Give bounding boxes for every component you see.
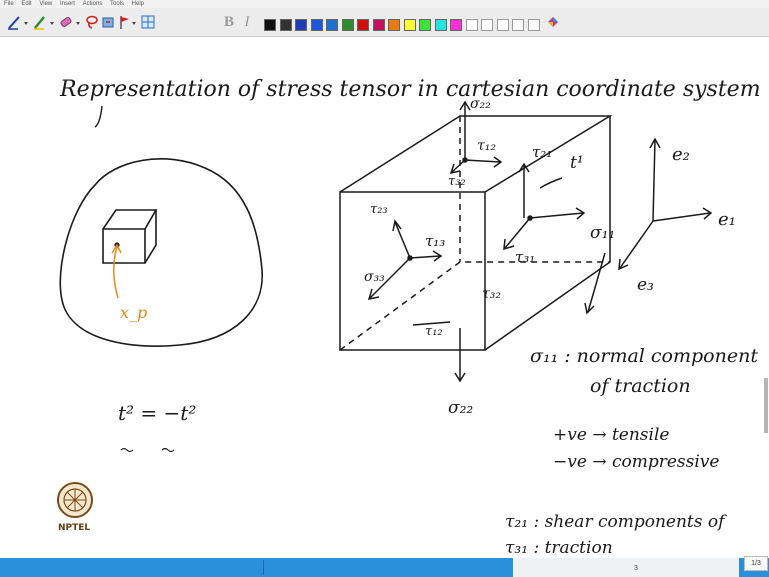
taskbar-divider: [263, 560, 264, 575]
position-vector: [111, 243, 122, 299]
menu-view[interactable]: View: [39, 1, 53, 7]
t1-label: t¹: [570, 153, 584, 173]
color-swatch[interactable]: [481, 19, 493, 31]
tau21-label: τ₂₁: [532, 143, 552, 161]
menu-tools[interactable]: Tools: [109, 1, 124, 7]
position-label: x_p: [120, 303, 147, 322]
tau12-bottom-label: τ₁₂: [425, 324, 443, 339]
menu-actions[interactable]: Actions: [82, 1, 103, 7]
bold-button[interactable]: B: [223, 13, 234, 30]
toolbar: B I: [0, 8, 769, 37]
color-swatch[interactable]: [295, 19, 307, 31]
stress-cube: [339, 115, 613, 351]
color-swatch[interactable]: [310, 19, 323, 31]
e3-label: e₃: [637, 275, 654, 295]
tau13-label: τ₁₃: [425, 232, 445, 250]
color-swatch[interactable]: [465, 19, 478, 31]
pen-icon[interactable]: [6, 14, 22, 30]
eraser-icon[interactable]: [58, 14, 74, 30]
color-swatch[interactable]: [403, 19, 416, 31]
note-line-3: +ve → tensile: [553, 425, 669, 445]
tau32-bottom-label: τ₃₂: [482, 286, 501, 302]
color-swatch[interactable]: [527, 19, 540, 31]
note-line-2: of traction: [590, 375, 691, 397]
color-swatch[interactable]: [512, 19, 524, 31]
note-canvas[interactable]: Representation of stress tensor in carte…: [0, 37, 769, 557]
e2-label: e₂: [672, 144, 690, 165]
color-swatch[interactable]: [419, 19, 431, 31]
menu-insert[interactable]: Insert: [59, 1, 75, 7]
note-line-1: σ₁₁ : normal component: [530, 345, 758, 367]
scrollbar-thumb[interactable]: [764, 378, 768, 433]
color-swatch[interactable]: [264, 19, 276, 31]
sigma33-label: σ₃₃: [364, 269, 385, 285]
menu-bar: File Edit View Insert Actions Tools Help: [0, 0, 769, 8]
color-swatch[interactable]: [326, 19, 338, 31]
sigma22-bottom-label: σ₂₂: [448, 398, 473, 418]
note-title: Representation of stress tensor in carte…: [59, 77, 761, 102]
note-line-5: τ₂₁ : shear components of: [505, 512, 727, 532]
taskbar-number: 3: [634, 565, 638, 572]
nptel-logo-text: NPTEL: [58, 523, 90, 533]
color-swatch[interactable]: [372, 19, 385, 31]
tau32-top-label: τ₃₂: [448, 174, 466, 189]
page-indicator: 1/3: [744, 556, 768, 571]
menu-edit[interactable]: Edit: [21, 1, 32, 7]
flag-icon[interactable]: [117, 14, 131, 30]
color-swatch[interactable]: [496, 19, 509, 31]
color-swatch[interactable]: [279, 19, 292, 31]
nptel-logo: NPTEL: [57, 482, 93, 533]
color-swatch[interactable]: [341, 19, 354, 31]
pen-dropdown-icon[interactable]: [23, 14, 29, 30]
e1-label: e₁: [718, 209, 736, 230]
sigma11-label: σ₁₁: [590, 223, 615, 243]
tau31-label: τ₃₁: [515, 248, 535, 266]
color-swatch[interactable]: [450, 19, 462, 31]
highlighter-icon[interactable]: [32, 14, 48, 30]
color-swatch[interactable]: [388, 19, 400, 31]
color-swatch[interactable]: [434, 19, 447, 31]
sigma22-top-label: σ₂₂: [470, 96, 491, 112]
note-line-6: τ₃₁ : traction: [505, 538, 613, 557]
grid-icon[interactable]: [140, 14, 156, 30]
tau12-top-label: τ₁₂: [477, 138, 496, 154]
body-sketch: [59, 158, 263, 347]
menu-help[interactable]: Help: [131, 1, 145, 7]
tau23-label: τ₂₃: [370, 202, 388, 217]
insert-space-icon[interactable]: [101, 14, 115, 30]
traction-relation: t² = −t²: [118, 401, 196, 425]
basis-vectors: [584, 137, 713, 315]
eraser-dropdown-icon[interactable]: [75, 14, 81, 30]
highlighter-dropdown-icon[interactable]: [49, 14, 55, 30]
flag-dropdown-icon[interactable]: [131, 14, 137, 30]
taskbar-segment[interactable]: [513, 558, 739, 577]
italic-button[interactable]: I: [244, 13, 250, 30]
menu-file[interactable]: File: [4, 1, 14, 7]
color-picker-icon[interactable]: [546, 14, 560, 30]
color-swatch[interactable]: [357, 19, 369, 31]
stress-arrows: [367, 100, 586, 383]
lasso-icon[interactable]: [84, 14, 100, 30]
note-line-4: −ve → compressive: [553, 452, 719, 472]
